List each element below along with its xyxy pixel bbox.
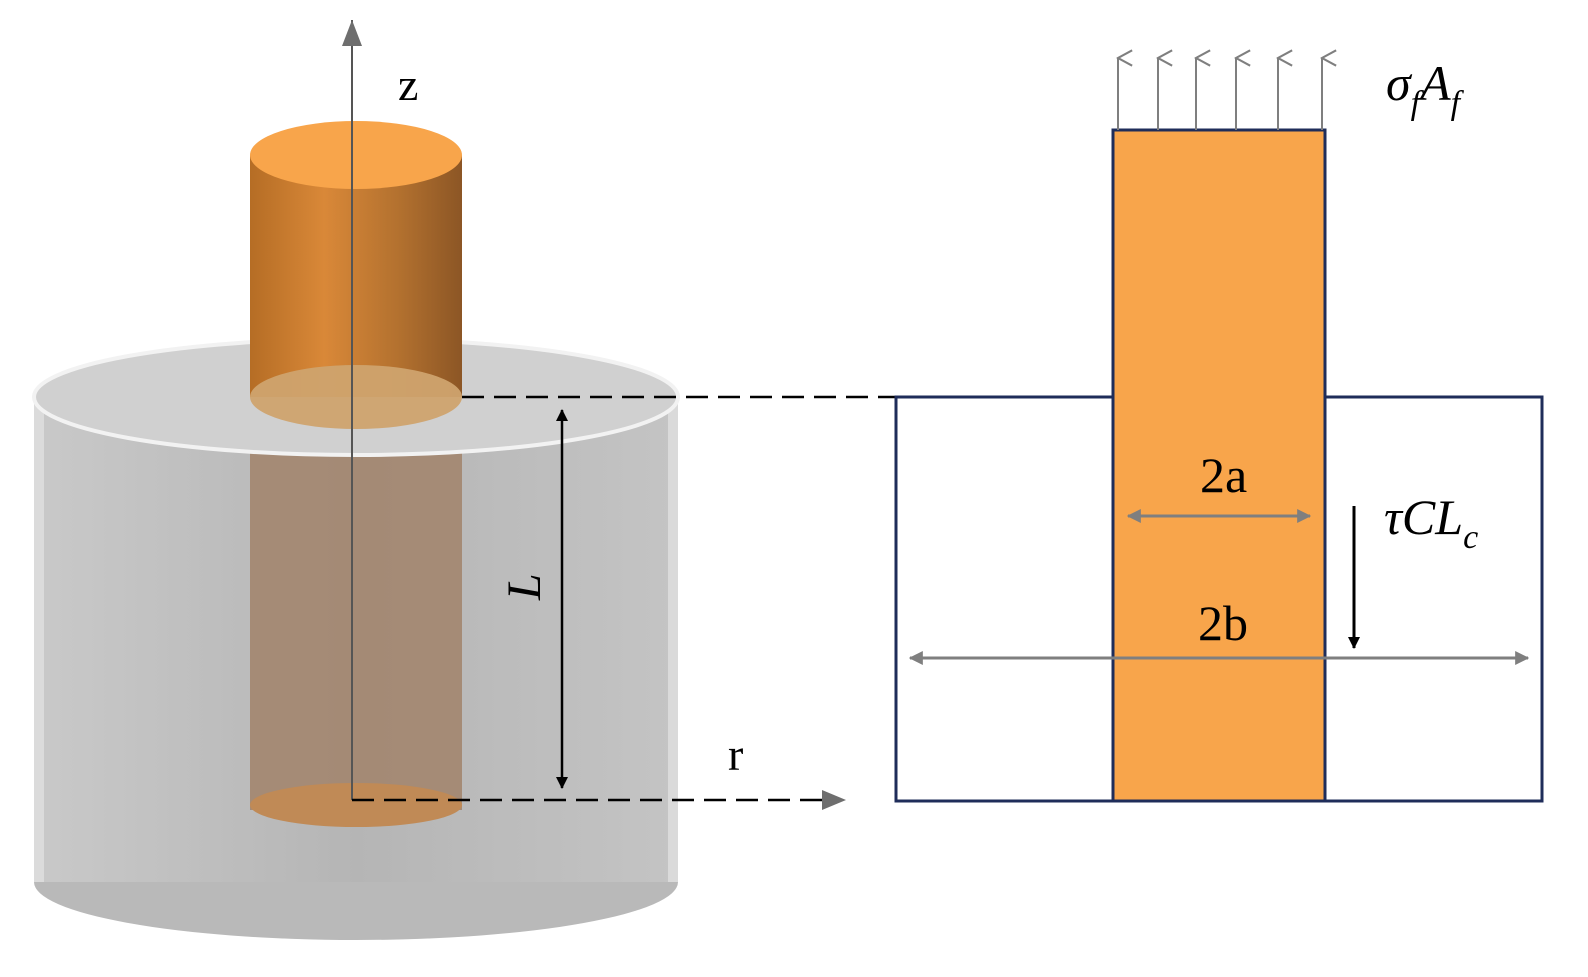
- matrix-diameter-label: 2b: [1198, 595, 1248, 651]
- top-force-label: σfAf: [1386, 55, 1465, 122]
- pullout-load-arrows: [1118, 58, 1322, 130]
- z-axis-head: [342, 20, 362, 46]
- matrix-edge-left: [34, 397, 44, 882]
- r-axis-label: r: [728, 729, 743, 780]
- right-section-view: σfAf 2a 2b τCLc: [894, 55, 1544, 803]
- fiber-diameter-label: 2a: [1200, 447, 1247, 503]
- fiber-top-face: [250, 121, 462, 189]
- shear-force-label: τCLc: [1384, 489, 1478, 556]
- fiber-embedded-body: [250, 397, 462, 810]
- r-axis-head: [822, 790, 846, 810]
- fiber-protruding-body: [250, 155, 462, 397]
- fiber-embedded-bottom: [250, 783, 462, 827]
- embed-length-label: L: [498, 573, 551, 601]
- z-axis-label: z: [398, 59, 418, 110]
- fiber-surface-section: [250, 365, 462, 429]
- fiber-section: [1111, 128, 1327, 803]
- left-3d-view: z r L: [32, 20, 898, 940]
- matrix-edge-right: [668, 397, 678, 882]
